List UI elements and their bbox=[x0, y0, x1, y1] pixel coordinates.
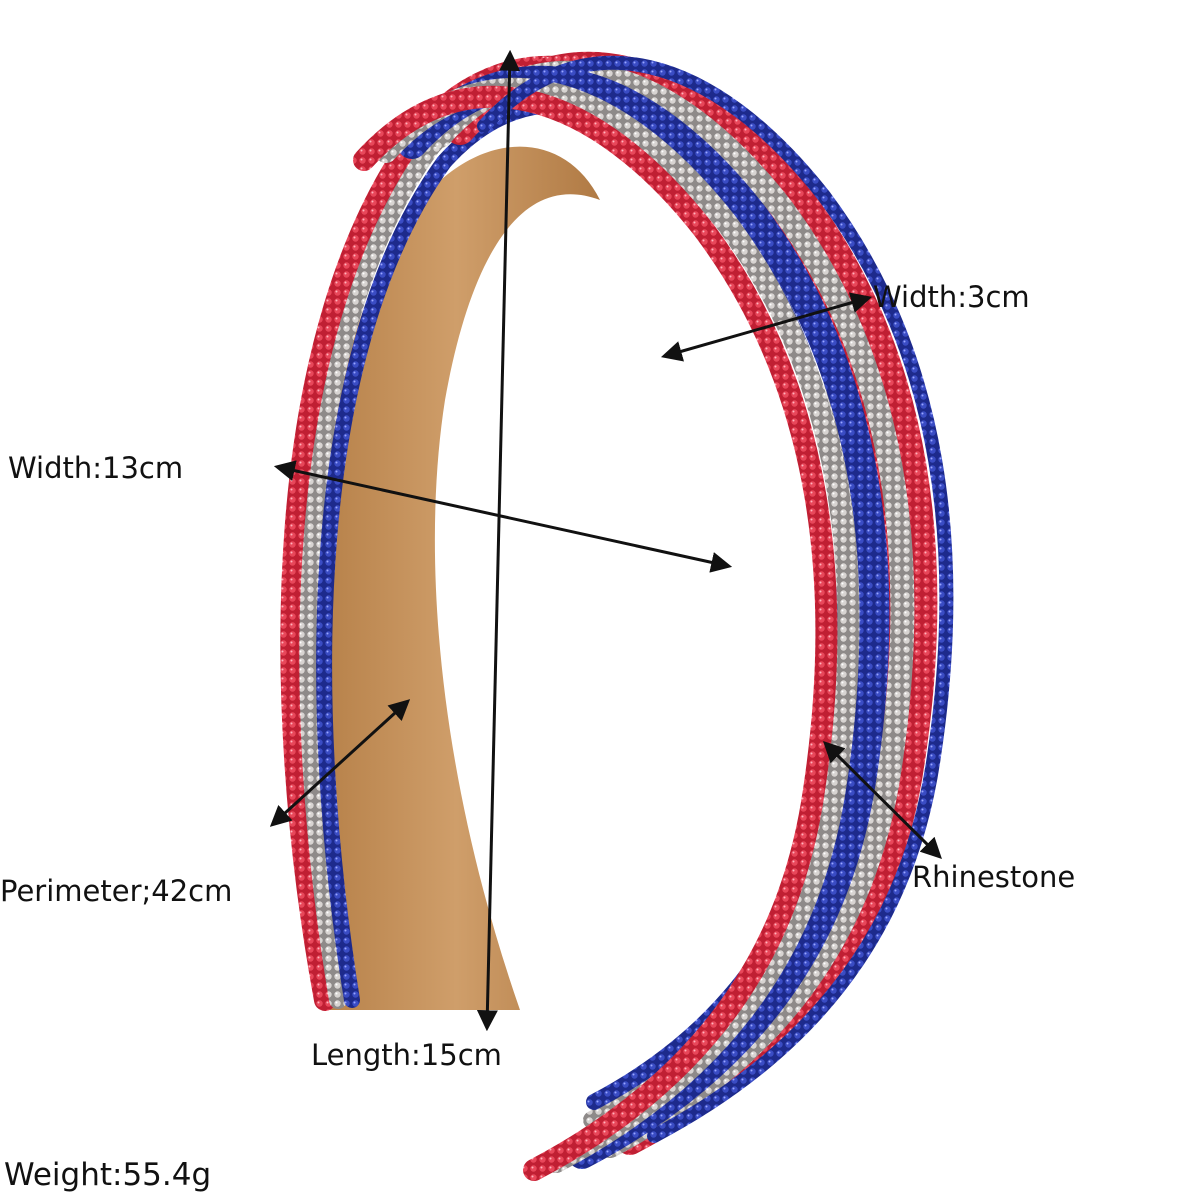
band-width-label: Width:3cm bbox=[873, 280, 1030, 314]
rhinestone-arrow bbox=[823, 741, 942, 859]
rhinestone-label: Rhinestone bbox=[912, 860, 1076, 894]
length-arrow bbox=[476, 49, 521, 1032]
inner-width-label: Width:13cm bbox=[8, 451, 184, 485]
rhinestone-band bbox=[280, 51, 954, 1181]
weight-label: Weight:55.4g bbox=[4, 1157, 212, 1193]
perimeter-arrow bbox=[269, 699, 411, 827]
length-label: Length:15cm bbox=[311, 1038, 502, 1072]
perimeter-label: Perimeter;42cm bbox=[0, 874, 233, 908]
band-width-arrow bbox=[660, 292, 873, 362]
measurement-arrows bbox=[269, 49, 942, 1032]
